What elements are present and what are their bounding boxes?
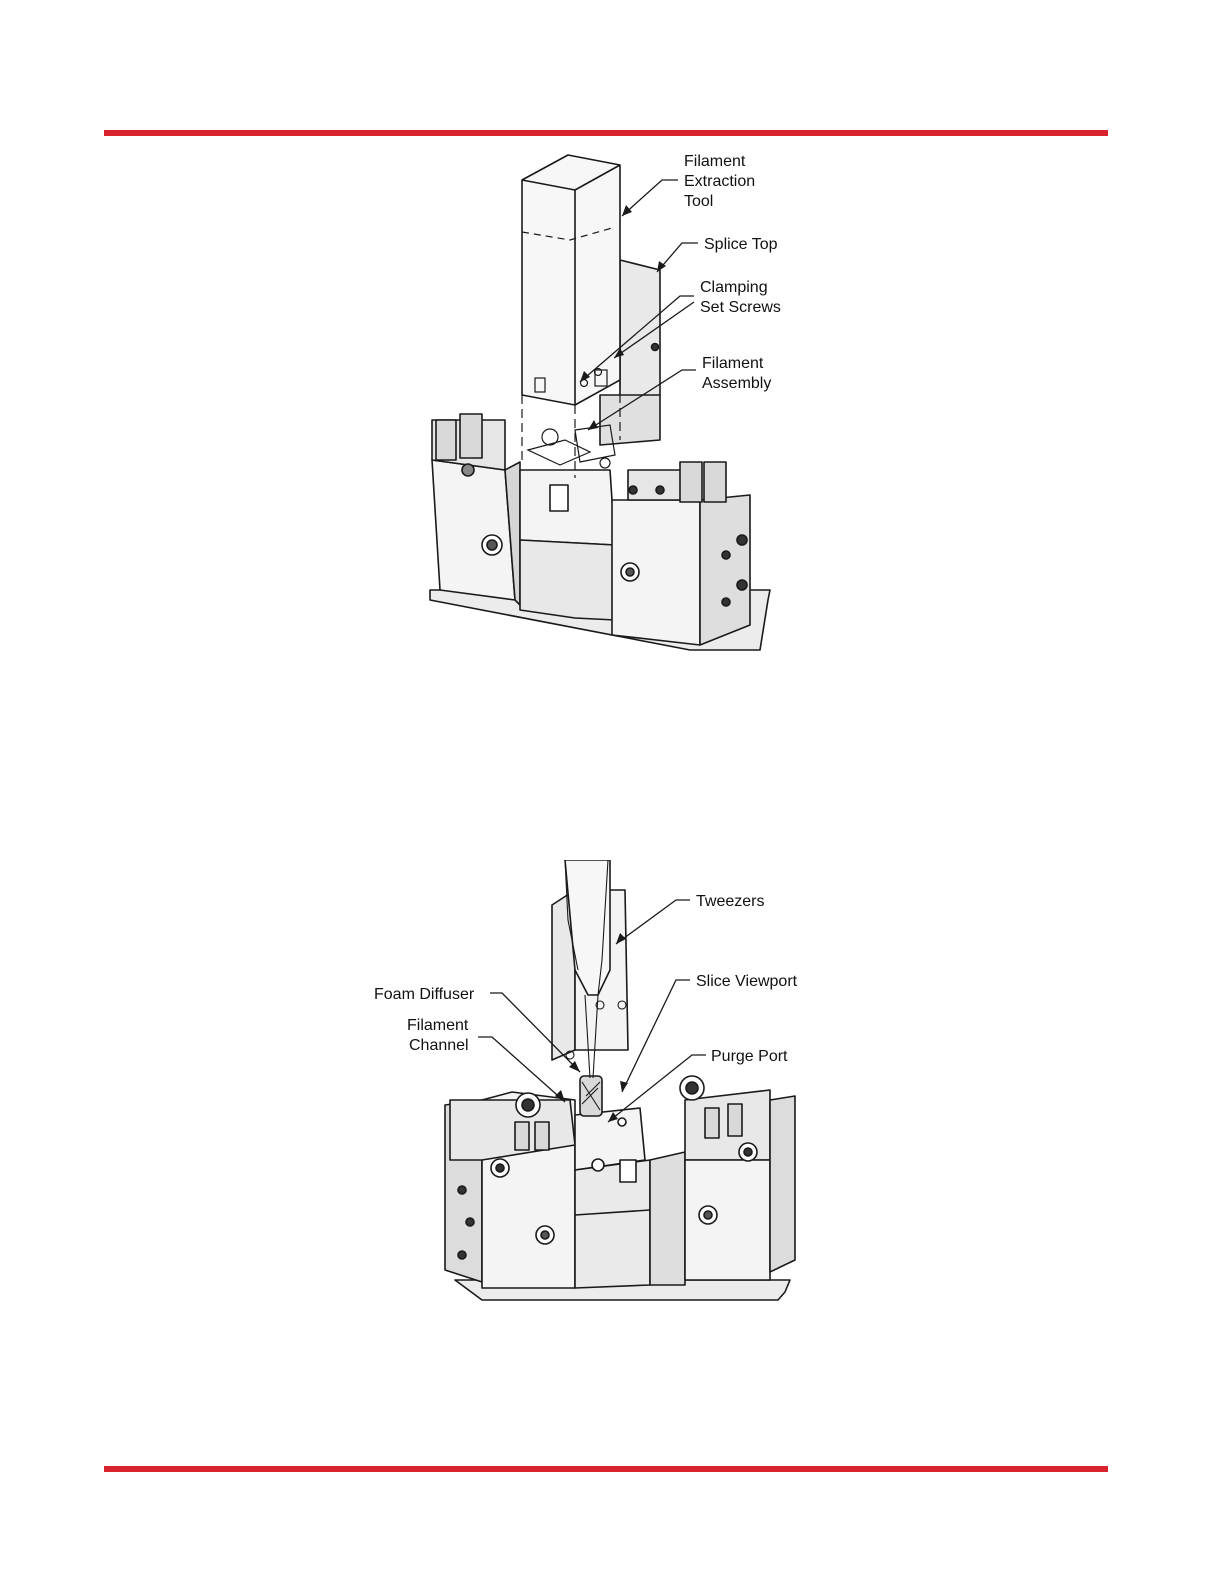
svg-text:Filament: Filament: [407, 1017, 469, 1034]
figure-filament-extraction: Filament Extraction Tool Splice Top Clam…: [0, 0, 1224, 700]
label-filament-channel-2: Channel: [409, 1037, 469, 1054]
label-extraction-tool-1: Filament: [684, 153, 746, 170]
figure-foam-diffuser-removal: Tweezers Foam Diffuser Filament Channel …: [0, 860, 1224, 1320]
label-purge-port: Purge Port: [711, 1048, 788, 1065]
footer-rule: [104, 1466, 1108, 1472]
svg-text:Filament: Filament: [702, 355, 764, 372]
svg-text:Purge Port: Purge Port: [711, 1048, 788, 1065]
label-foam-diffuser: Foam Diffuser: [374, 986, 475, 1003]
svg-text:Slice Viewport: Slice Viewport: [696, 973, 798, 990]
label-splice-top: Splice Top: [704, 236, 778, 253]
svg-text:Set Screws: Set Screws: [700, 299, 781, 316]
label-clamping-set-screws-2: Set Screws: [700, 299, 781, 316]
svg-text:Clamping: Clamping: [700, 279, 768, 296]
label-filament-assembly-1: Filament: [702, 355, 764, 372]
label-filament-assembly-2: Assembly: [702, 375, 771, 392]
svg-text:Foam Diffuser: Foam Diffuser: [374, 986, 475, 1003]
label-clamping-set-screws-1: Clamping: [700, 279, 768, 296]
label-extraction-tool-2: Extraction: [684, 173, 755, 190]
label-slice-viewport: Slice Viewport: [696, 973, 798, 990]
svg-text:Tool: Tool: [684, 193, 713, 210]
svg-text:Extraction: Extraction: [684, 173, 755, 190]
svg-text:Splice Top: Splice Top: [704, 236, 778, 253]
svg-text:Channel: Channel: [409, 1037, 469, 1054]
svg-text:Filament: Filament: [684, 153, 746, 170]
label-extraction-tool-3: Tool: [684, 193, 713, 210]
label-filament-channel-1: Filament: [407, 1017, 469, 1034]
label-tweezers: Tweezers: [696, 893, 764, 910]
svg-text:Assembly: Assembly: [702, 375, 771, 392]
svg-text:Tweezers: Tweezers: [696, 893, 764, 910]
